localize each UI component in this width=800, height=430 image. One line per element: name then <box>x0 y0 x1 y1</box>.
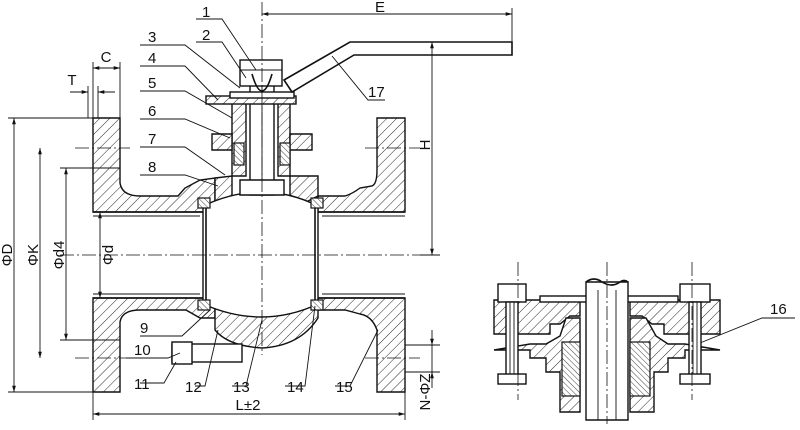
part-label-9: 9 <box>140 320 148 337</box>
right-flange-lower <box>317 297 406 393</box>
packing-left <box>233 142 245 166</box>
dimension-lines <box>8 8 513 420</box>
part-label-7: 7 <box>148 131 156 148</box>
dim-d: ΦD <box>0 243 16 266</box>
dim-d4: Φd4 <box>51 241 68 270</box>
dim-e: E <box>375 0 385 16</box>
detail-view <box>493 262 721 424</box>
part-label-1: 1 <box>202 4 210 21</box>
seat-right <box>310 197 324 209</box>
part-label-8: 8 <box>148 159 156 176</box>
part-label-6: 6 <box>148 103 156 120</box>
leaders <box>126 18 795 387</box>
seat-left <box>197 197 211 209</box>
part-label-17: 17 <box>368 84 385 101</box>
part-label-2: 2 <box>202 27 210 44</box>
dim-k: ΦK <box>25 244 42 266</box>
dim-l: L±2 <box>236 397 261 414</box>
seat-right-lower <box>310 299 324 311</box>
dim-nz: N-ΦZ <box>417 374 434 411</box>
stem-nut <box>239 59 283 87</box>
part-label-10: 10 <box>134 342 151 359</box>
right-flange <box>317 117 406 213</box>
part-label-16: 16 <box>770 301 787 318</box>
part-label-11: 11 <box>134 376 150 393</box>
ball <box>202 191 319 318</box>
part-label-13: 13 <box>233 379 250 396</box>
dim-bore: Φd <box>100 245 117 265</box>
part-label-15: 15 <box>336 379 353 396</box>
valve-section <box>60 2 513 393</box>
packing-right <box>279 142 291 166</box>
part-label-12: 12 <box>185 379 202 396</box>
handle-lever <box>282 41 513 94</box>
part-label-4: 4 <box>148 50 156 67</box>
part-label-5: 5 <box>148 75 156 92</box>
part-label-14: 14 <box>287 379 304 396</box>
dim-c: C <box>101 49 112 66</box>
stem-box <box>211 133 233 151</box>
dim-h: H <box>417 140 434 151</box>
part-label-3: 3 <box>148 29 156 46</box>
seat-left-lower <box>197 299 211 311</box>
dim-t: T <box>67 72 76 89</box>
